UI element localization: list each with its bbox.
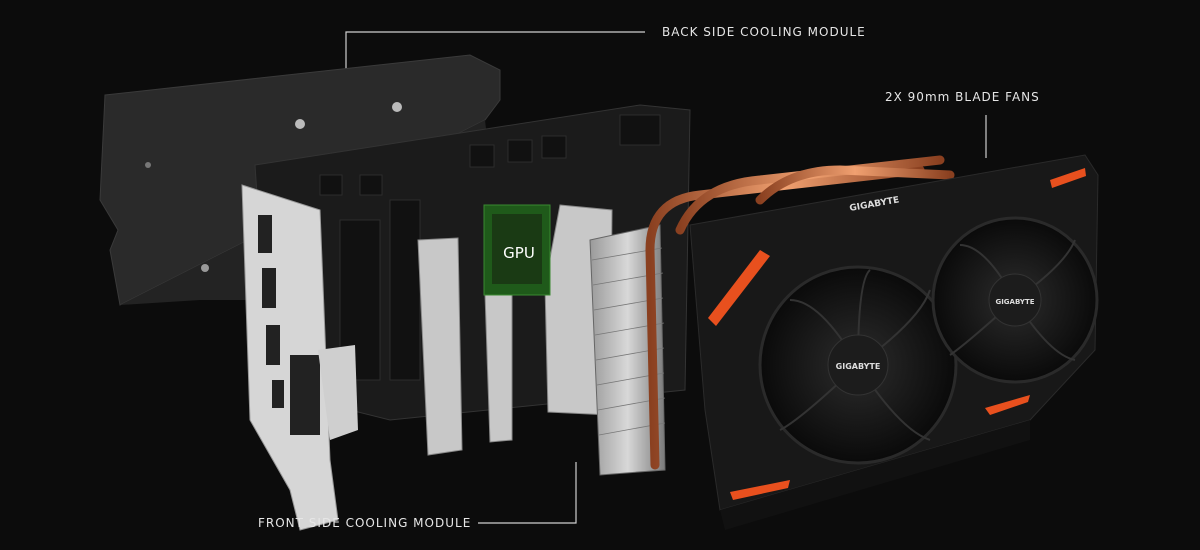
- callout-line-front-side: [478, 462, 577, 524]
- callout-front-side-cooling-module: FRONT SIDE COOLING MODULE: [258, 516, 472, 530]
- gpu-label: GPU: [503, 244, 535, 262]
- copper-heatpipes: [645, 155, 955, 470]
- fan-1-brand: GIGABYTE: [836, 362, 881, 371]
- io-bracket: [241, 184, 358, 531]
- gpu-chip: GPU: [483, 204, 551, 296]
- orange-accents: [708, 168, 1086, 500]
- fan-1: GIGABYTE: [758, 265, 958, 465]
- fan-2: GIGABYTE: [931, 216, 1099, 384]
- callout-back-side-cooling-module: BACK SIDE COOLING MODULE: [662, 25, 866, 39]
- callout-blade-fans: 2X 90mm BLADE FANS: [885, 90, 1040, 104]
- fan-2-brand: GIGABYTE: [995, 298, 1034, 306]
